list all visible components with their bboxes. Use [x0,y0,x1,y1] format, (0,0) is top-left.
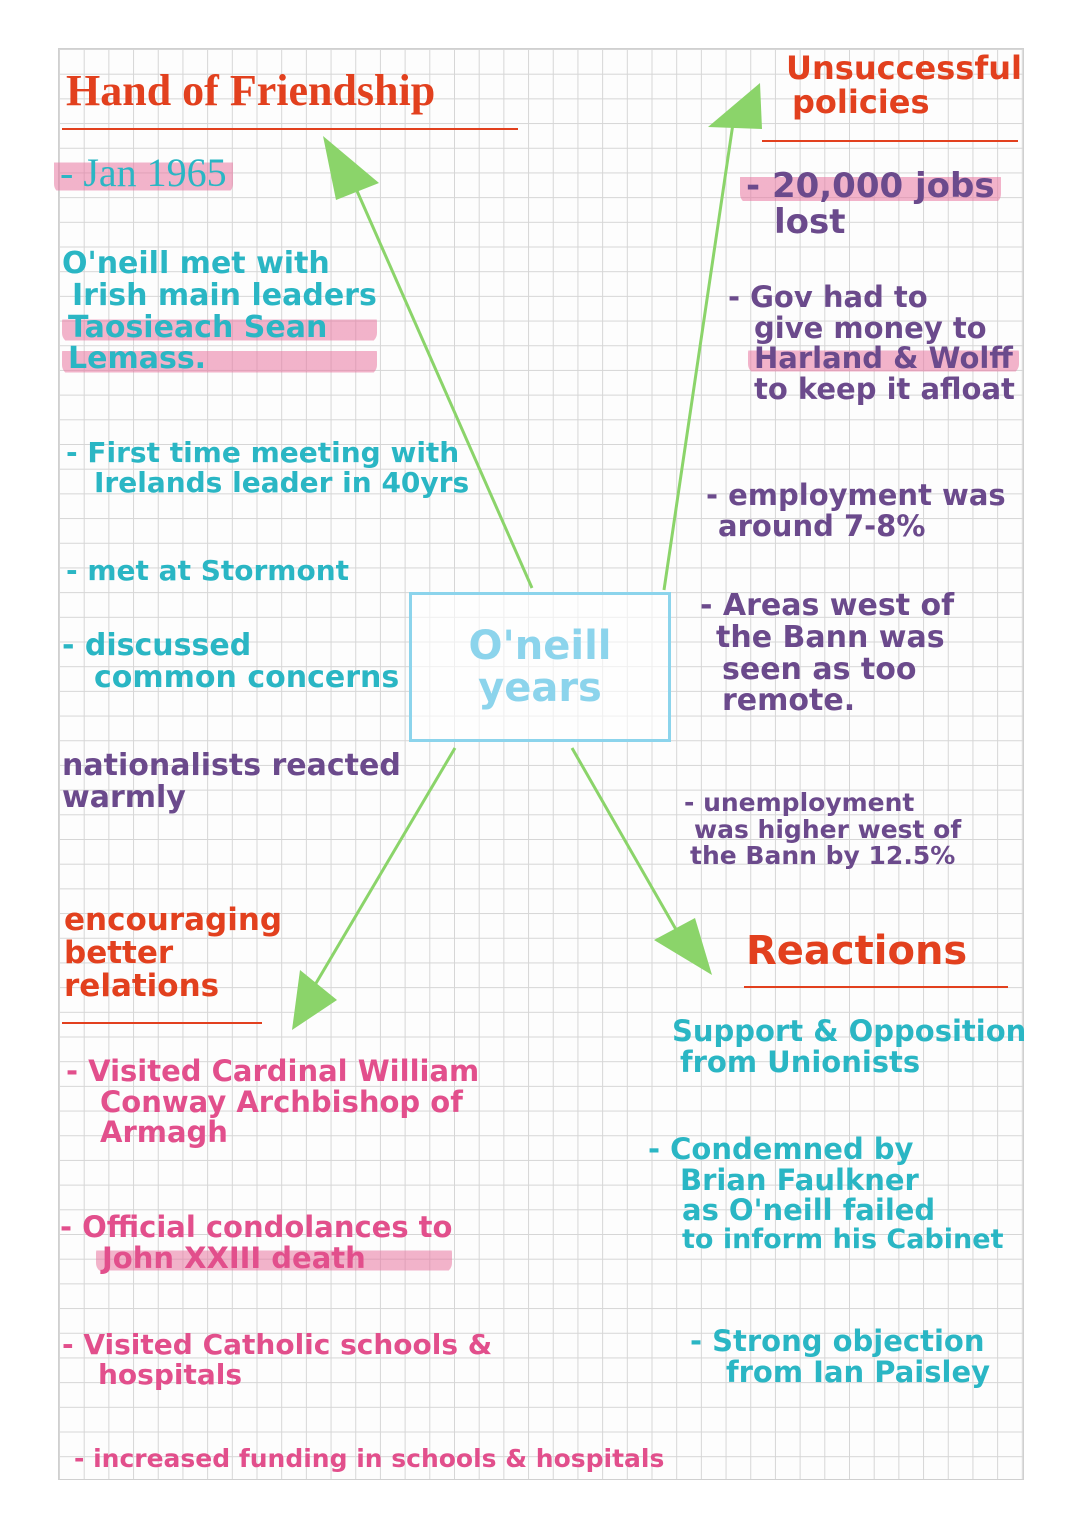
nationalists-note: nationalists reacted warmly [62,750,401,814]
title-line: relations [64,967,220,1004]
reactions-underline [744,986,1008,988]
note-line: nationalists reacted [62,748,401,783]
graph-paper-background [58,48,1024,1480]
title-line: Unsuccessful [786,49,1022,87]
point-line: remote. [722,683,856,719]
point-line: - increased funding in schools & hospita… [74,1444,665,1473]
relations-point-1: - Visited Cardinal William Conway Archbi… [66,1056,479,1148]
policy-point-1: - 20,000 jobs lost [740,168,1001,240]
point-line: seen as too [722,651,917,687]
point-line: - Gov had to [728,280,928,314]
point-line: Harland & Wolff [748,343,1019,375]
hand-of-friendship-title: Hand of Friendship [66,66,436,115]
point-line: Irelands leader in 40yrs [94,465,470,499]
hand-of-friendship-summary: O'neill met with Irish main leaders Taos… [62,246,377,376]
friendship-point-1: - First time meeting with Irelands leade… [66,438,469,497]
point-line: - Areas west of [700,588,955,623]
hand-of-friendship-underline [62,128,518,130]
arrowhead-hand-of-friendship [323,136,379,200]
point-line: - unemployment [684,788,915,817]
arrowhead-unsuccessful-policies [708,83,762,129]
unsuccessful-policies-underline [762,140,1018,142]
summary-line-2: Irish main leaders [72,277,377,313]
relations-point-3: - Visited Catholic schools & hospitals [62,1330,492,1389]
harland-highlight: Harland & Wolff [748,343,1019,375]
center-line-2: years [478,665,602,711]
point-line: - Strong objection [690,1324,985,1358]
lemass-highlight: Lemass. [62,343,377,376]
point-line: hospitals [98,1357,243,1391]
point-line: common concerns [94,659,400,695]
point-line: was higher west of [694,814,962,844]
reactions-point-1: - Condemned by Brian Faulkner as O'neill… [648,1134,1003,1255]
point-line: - First time meeting with [66,436,460,469]
hand-of-friendship-date: - Jan 1965 [54,151,233,195]
intro-line: from Unionists [680,1044,921,1079]
point-line: - employment was [706,478,1006,512]
point-line: Armagh [100,1115,228,1150]
arrow-line-to-hand-of-friendship [348,174,534,589]
john-xxiii-highlight: John XXIII death [96,1242,453,1274]
friendship-point-3: - discussed common concerns [62,630,399,694]
center-line-1: O'neill [468,623,612,669]
arrow-line-to-encouraging-relations [310,747,457,991]
intro-line: Support & Opposition [672,1014,1027,1048]
arrow-line-to-reactions [570,747,684,941]
summary-line-3: Taosieach Sean [62,311,377,344]
reactions-intro: Support & Opposition from Unionists [672,1016,1026,1077]
point-line: - 20,000 jobs [740,168,1001,204]
arrowhead-reactions [654,918,712,975]
encouraging-relations-underline [62,1022,262,1024]
title-line: encouraging [64,902,283,938]
point-line: - Visited Cardinal William [66,1054,480,1088]
policy-point-2: - Gov had to give money to Harland & Wol… [728,282,1019,405]
point-line: Brian Faulkner [680,1162,919,1197]
point-line: - Official condolances to [60,1210,453,1244]
jobs-highlight: - 20,000 jobs [740,168,1001,204]
point-line: give money to [754,310,987,345]
policy-point-3: - employment was around 7-8% [706,480,1006,541]
reactions-title: Reactions [746,928,968,974]
point-line: - Condemned by [648,1132,914,1166]
point-line: to inform his Cabinet [682,1224,1004,1256]
note-line: warmly [62,779,186,815]
central-topic-box: O'neill years [409,592,671,742]
point-line: from Ian Paisley [726,1354,991,1389]
encouraging-relations-title: encouraging better relations [64,904,282,1003]
point-line: John XXIII death [96,1242,453,1274]
friendship-point-2: - met at Stormont [66,556,349,586]
point-line: - Visited Catholic schools & [62,1328,493,1361]
relations-point-4: - increased funding in schools & hospita… [74,1444,665,1473]
taosieach-highlight: Taosieach Sean [62,311,377,344]
point-line: to keep it afloat [754,372,1015,407]
point-line: - discussed [62,628,252,663]
unsuccessful-policies-title: Unsuccessful policies [786,49,1022,121]
point-line: Conway Archbishop of [100,1084,463,1119]
point-line: around 7-8% [718,508,926,543]
reactions-point-2: - Strong objection from Ian Paisley [690,1326,990,1387]
summary-line-1: O'neill met with [62,246,330,281]
title-line: better [64,934,174,971]
policy-point-4: - Areas west of the Bann was seen as too… [700,590,954,717]
point-line: the Bann by 12.5% [690,841,956,870]
date-highlight: - Jan 1965 [54,151,233,195]
policy-point-5: - unemployment was higher west of the Ba… [684,788,962,870]
arrow-line-to-unsuccessful-policies [662,109,737,591]
title-line: policies [792,82,930,121]
summary-line-4: Lemass. [62,343,377,376]
point-line: - met at Stormont [66,554,350,587]
point-line: the Bann was [716,619,945,655]
point-line: lost [774,202,846,243]
point-line: as O'neill failed [682,1193,936,1228]
arrowhead-encouraging-relations [292,970,337,1030]
relations-point-2: - Official condolances to John XXIII dea… [60,1210,453,1274]
